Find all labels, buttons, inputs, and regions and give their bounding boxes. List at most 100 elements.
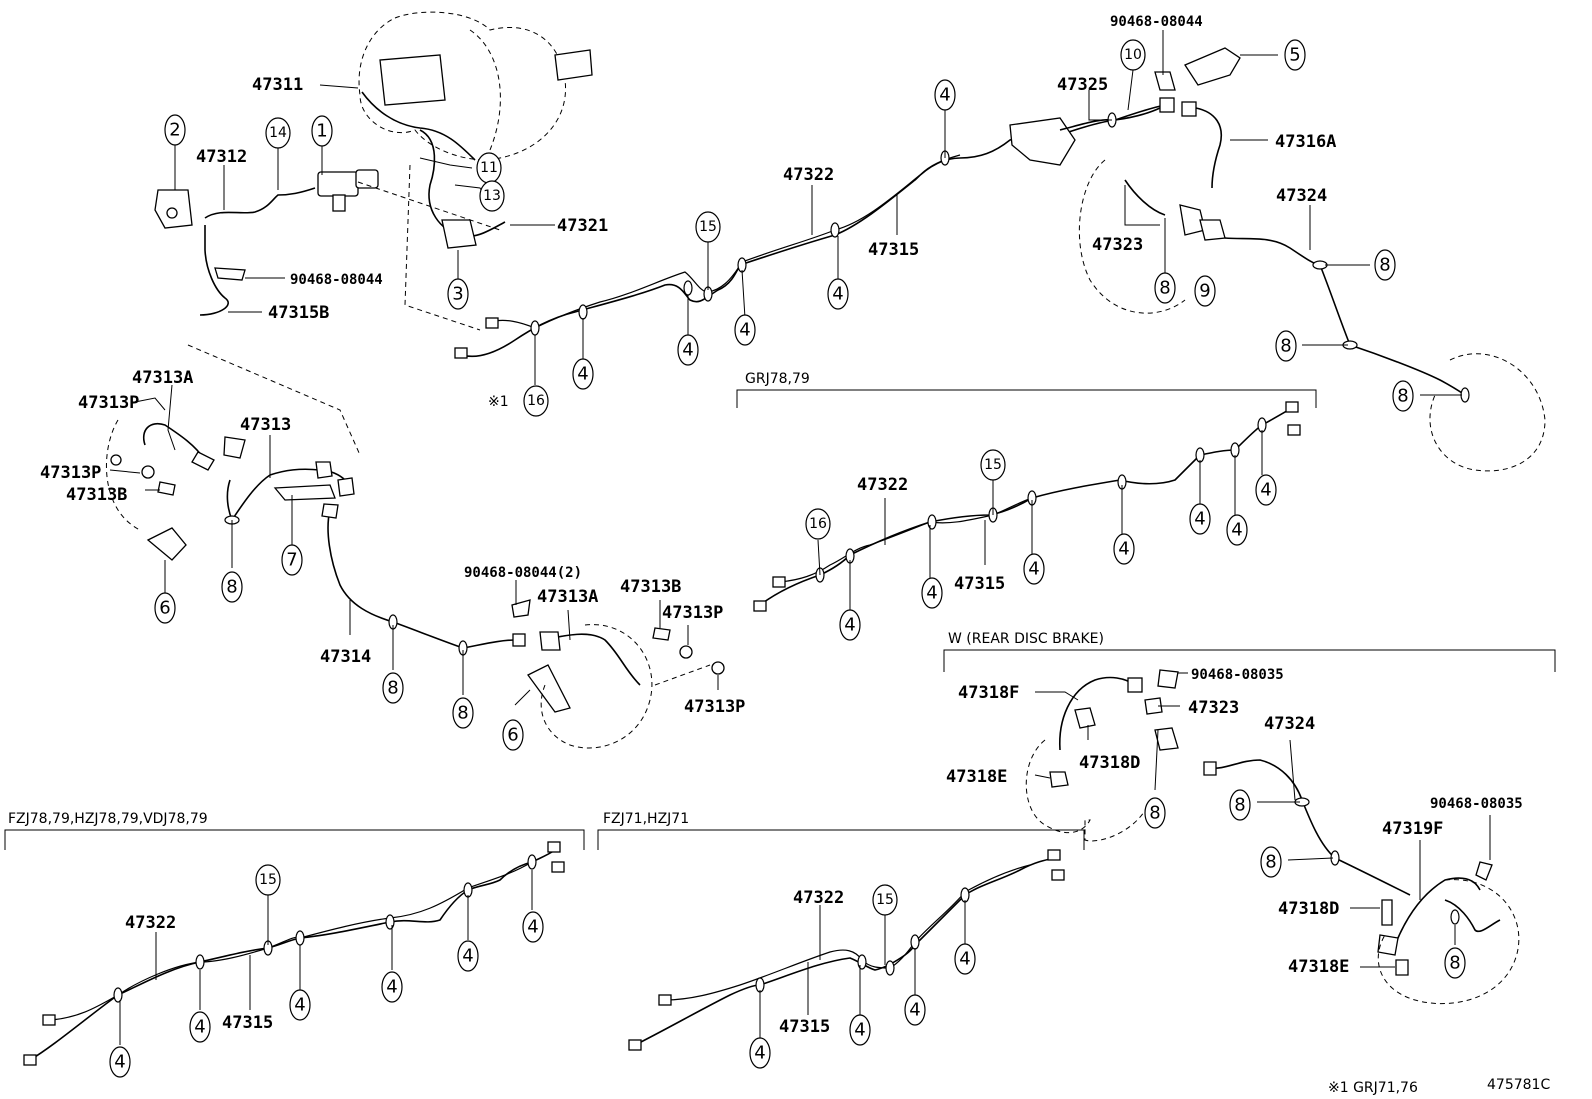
label-47313P-right-1: 47313P [662,603,723,623]
svg-text:8: 8 [1149,803,1160,824]
label-47311: 47311 [252,75,303,95]
callout-4-f: 4 [1255,474,1277,506]
callout-4-v: 4 [749,1037,771,1069]
callout-15-a: 15 [695,211,721,243]
front-disc-right [540,624,653,749]
svg-text:10: 10 [1124,47,1142,63]
callout-4-s: 4 [954,943,976,975]
callout-8-j: 8 [1260,846,1282,878]
svg-text:4: 4 [386,977,397,998]
callout-6-a: 6 [154,592,176,624]
svg-text:7: 7 [286,550,297,571]
callout-1: 1 [311,115,333,147]
svg-text:8: 8 [1449,953,1460,974]
hose-47313A-right [544,633,641,686]
label-47315-fzj78: 47315 [222,1013,273,1033]
svg-text:9: 9 [1199,281,1210,302]
callout-4-g: 4 [1189,503,1211,535]
callout-16-b: 16 [805,508,831,540]
diagram-code: 475781C [1487,1077,1550,1093]
callout-11: 11 [476,152,502,184]
svg-text:15: 15 [699,219,717,235]
label-47315B: 47315B [268,303,329,323]
svg-text:8: 8 [226,577,237,598]
svg-text:8: 8 [1379,255,1390,276]
svg-text:14: 14 [269,125,287,141]
callout-9: 9 [1194,275,1216,307]
section-fzj71: FZJ71,HZJ71 [603,811,689,827]
pipe-47312 [204,187,316,219]
callout-4-u: 4 [849,1014,871,1046]
callout-4-b: 4 [827,278,849,310]
fzj78-fittings [23,841,565,1066]
svg-text:4: 4 [939,85,950,106]
section-rear-disc: W (REAR DISC BRAKE) [948,631,1104,647]
label-90468-08035-rd-2: 90468-08035 [1430,796,1523,812]
svg-text:8: 8 [1234,795,1245,816]
fzj71-fittings [628,849,1065,1051]
svg-text:15: 15 [876,892,894,908]
callout-4-j: 4 [1023,553,1045,585]
svg-text:4: 4 [832,284,843,305]
svg-text:8: 8 [1159,278,1170,299]
label-47322-fzj78: 47322 [125,913,176,933]
svg-text:8: 8 [1265,852,1276,873]
label-47322-top: 47322 [783,165,834,185]
callout-14: 14 [265,117,291,149]
bracket-6-right [527,664,571,713]
svg-text:6: 6 [159,598,170,619]
label-47316A: 47316A [1275,132,1336,152]
svg-text:5: 5 [1289,45,1300,66]
label-47324-top: 47324 [1276,186,1327,206]
callout-4-e: 4 [572,358,594,390]
callout-4-a: 4 [934,79,956,111]
label-47313B-left: 47313B [66,485,127,505]
callout-13: 13 [479,180,505,212]
hose-47313A [143,423,206,461]
callout-4-c: 4 [734,314,756,346]
svg-text:8: 8 [1397,386,1408,407]
hose-47319F [1394,877,1481,946]
svg-text:1: 1 [316,121,327,142]
label-47315-grj: 47315 [954,574,1005,594]
svg-text:4: 4 [844,615,855,636]
section-titles: GRJ78,79 W (REAR DISC BRAKE) FZJ78,79,HZ… [8,371,1550,1096]
callout-4-r: 4 [109,1046,131,1078]
svg-text:8: 8 [1280,336,1291,357]
svg-text:4: 4 [1231,520,1242,541]
svg-text:4: 4 [462,946,473,967]
pipe-fzj78-47322 [49,861,533,1021]
label-47323-top: 47323 [1092,235,1143,255]
callout-4-h: 4 [1226,514,1248,546]
label-47318D-rd-2: 47318D [1278,899,1339,919]
callout-8-e: 8 [221,571,243,603]
svg-text:8: 8 [457,703,468,724]
label-47314: 47314 [320,647,371,667]
svg-text:15: 15 [984,457,1002,473]
callout-4-q: 4 [189,1011,211,1043]
svg-text:4: 4 [294,995,305,1016]
bracket-fzj78 [4,829,585,850]
svg-text:15: 15 [259,872,277,888]
callout-4-o: 4 [381,971,403,1003]
callout-8-c: 8 [1275,330,1297,362]
svg-text:4: 4 [739,320,750,341]
label-47318E-rd-1: 47318E [946,767,1007,787]
svg-text:4: 4 [194,1017,205,1038]
bracket-fzj71 [597,829,1085,850]
bracket-3 [441,219,477,249]
label-47318E-rd-2: 47318E [1288,957,1349,977]
svg-text:4: 4 [1260,480,1271,501]
svg-text:4: 4 [527,917,538,938]
svg-text:4: 4 [1118,539,1129,560]
svg-text:4: 4 [114,1052,125,1073]
callout-5: 5 [1284,39,1306,71]
svg-text:4: 4 [854,1020,865,1041]
rear-disc-right [1377,879,1520,1005]
svg-text:4: 4 [909,1000,920,1021]
svg-text:4: 4 [1194,509,1205,530]
callout-4-k: 4 [921,577,943,609]
label-47313B-right: 47313B [620,577,681,597]
svg-text:2: 2 [169,120,180,141]
